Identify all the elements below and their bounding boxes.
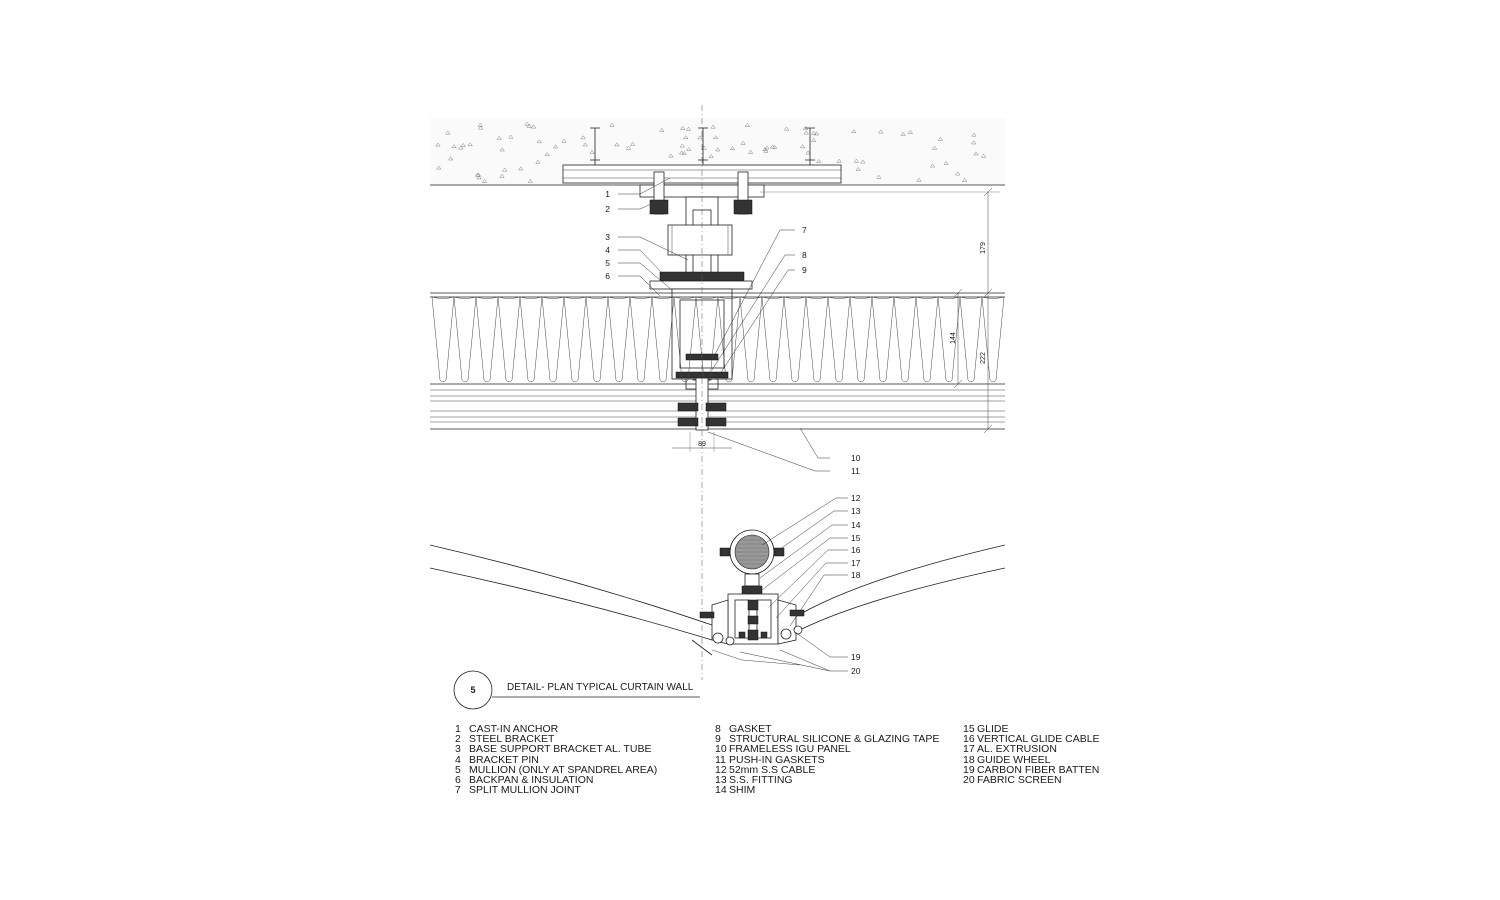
frameless-igu-panel (430, 377, 1005, 431)
dimension-144: 144 (950, 332, 957, 344)
upper-leader-lines (618, 177, 830, 472)
dimension-179: 179 (980, 242, 987, 254)
callout-11: 11 (851, 466, 860, 476)
callout-13: 13 (851, 506, 861, 516)
callout-14: 14 (851, 520, 861, 530)
callout-15: 15 (851, 533, 861, 543)
upper-callouts: 1 2 3 4 5 6 7 8 9 10 11 (605, 189, 860, 476)
callout-2: 2 (605, 204, 610, 214)
callout-12: 12 (851, 493, 861, 503)
callout-16: 16 (851, 545, 861, 555)
detail-number-bubble (453, 670, 493, 710)
drawing-title: 5 DETAIL- PLAN TYPICAL CURTAIN WALL (453, 670, 700, 710)
dimension-89: 89 (698, 441, 706, 448)
callout-5: 5 (605, 258, 610, 268)
callout-10: 10 (851, 453, 861, 463)
cable-and-glide-assembly (699, 529, 805, 646)
lower-callouts: 12 13 14 15 16 17 18 19 20 (851, 493, 861, 676)
detail-number: 5 (470, 685, 475, 695)
backpan-insulation (430, 292, 1005, 385)
callout-20: 20 (851, 666, 861, 676)
callout-3: 3 (605, 232, 610, 242)
fabric-screen (429, 544, 1006, 666)
callout-19: 19 (851, 652, 861, 662)
drawing-title-text: DETAIL- PLAN TYPICAL CURTAIN WALL (507, 682, 694, 693)
dimension-222: 222 (980, 352, 987, 364)
callout-8: 8 (802, 250, 807, 260)
callout-1: 1 (605, 189, 610, 199)
lower-leader-lines (739, 497, 848, 672)
callout-9: 9 (802, 265, 807, 275)
dimension-lines: 179 144 222 89 (672, 187, 1000, 452)
callout-17: 17 (851, 558, 861, 568)
callout-4: 4 (605, 245, 610, 255)
callout-7: 7 (802, 225, 807, 235)
callout-6: 6 (605, 271, 610, 281)
callout-18: 18 (851, 570, 861, 580)
